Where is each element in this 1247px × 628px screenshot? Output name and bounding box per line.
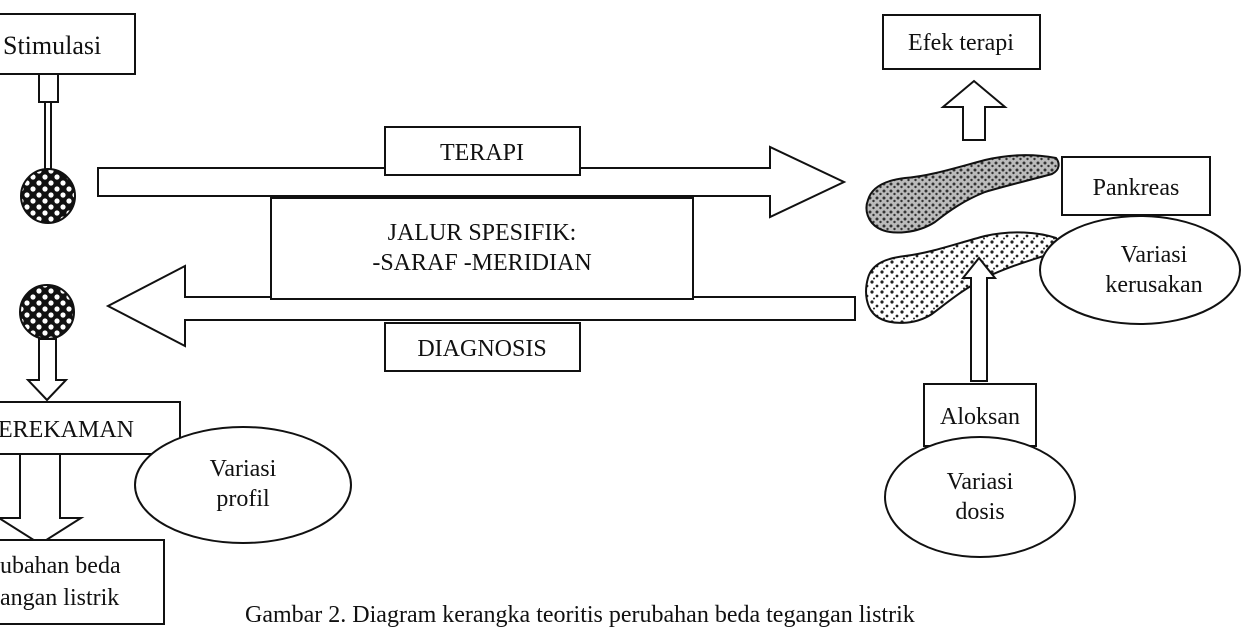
perubahan-node: ubahan beda angan listrik	[0, 540, 164, 624]
diagnosis-label: DIAGNOSIS	[417, 336, 546, 362]
variasi-dosis-line1: Variasi	[947, 469, 1014, 495]
figure-caption: Gambar 2. Diagram kerangka teoritis peru…	[245, 602, 915, 628]
jalur-spesifik-line1: JALUR SPESIFIK:	[388, 220, 577, 246]
variasi-profil-node: Variasi profil	[135, 427, 351, 543]
variasi-kerusakan-line1: Variasi	[1121, 242, 1188, 268]
stimulasi-label: Stimulasi	[3, 31, 101, 60]
variasi-kerusakan-line2: kerusakan	[1105, 272, 1202, 298]
perekaman-node: EREKAMAN	[0, 402, 180, 454]
acupoint-top	[21, 169, 75, 223]
stimulation-probe	[39, 74, 58, 170]
aloksan-label: Aloksan	[940, 404, 1020, 430]
variasi-profil-line2: profil	[216, 486, 270, 512]
terapi-label: TERAPI	[440, 140, 524, 166]
diagnosis-node: DIAGNOSIS	[385, 323, 580, 371]
efek-terapi-label: Efek terapi	[908, 30, 1014, 56]
stimulasi-node: Stimulasi	[0, 14, 135, 74]
jalur-spesifik-line2: -SARAF -MERIDIAN	[372, 250, 591, 276]
perekaman-label: EREKAMAN	[0, 417, 134, 443]
efek-terapi-node: Efek terapi	[883, 15, 1040, 69]
perubahan-line1: ubahan beda	[0, 553, 121, 579]
perubahan-line2: angan listrik	[0, 585, 119, 611]
aloksan-up-arrow	[963, 258, 995, 381]
recording-down-arrow	[28, 339, 66, 400]
acupoint-bottom	[20, 285, 74, 339]
pankreas-node: Pankreas	[1062, 157, 1210, 215]
terapi-node: TERAPI	[385, 127, 580, 175]
perubahan-down-arrow	[0, 454, 81, 544]
variasi-dosis-line2: dosis	[955, 499, 1004, 525]
pankreas-label: Pankreas	[1093, 175, 1180, 201]
jalur-spesifik-node: JALUR SPESIFIK: -SARAF -MERIDIAN	[271, 198, 693, 299]
variasi-kerusakan-node: Variasi kerusakan	[1040, 216, 1240, 324]
variasi-profil-line1: Variasi	[210, 456, 277, 482]
pankreas-healthy-shape	[866, 155, 1058, 232]
effect-up-arrow	[943, 81, 1005, 140]
variasi-dosis-node: Variasi dosis	[885, 437, 1075, 557]
